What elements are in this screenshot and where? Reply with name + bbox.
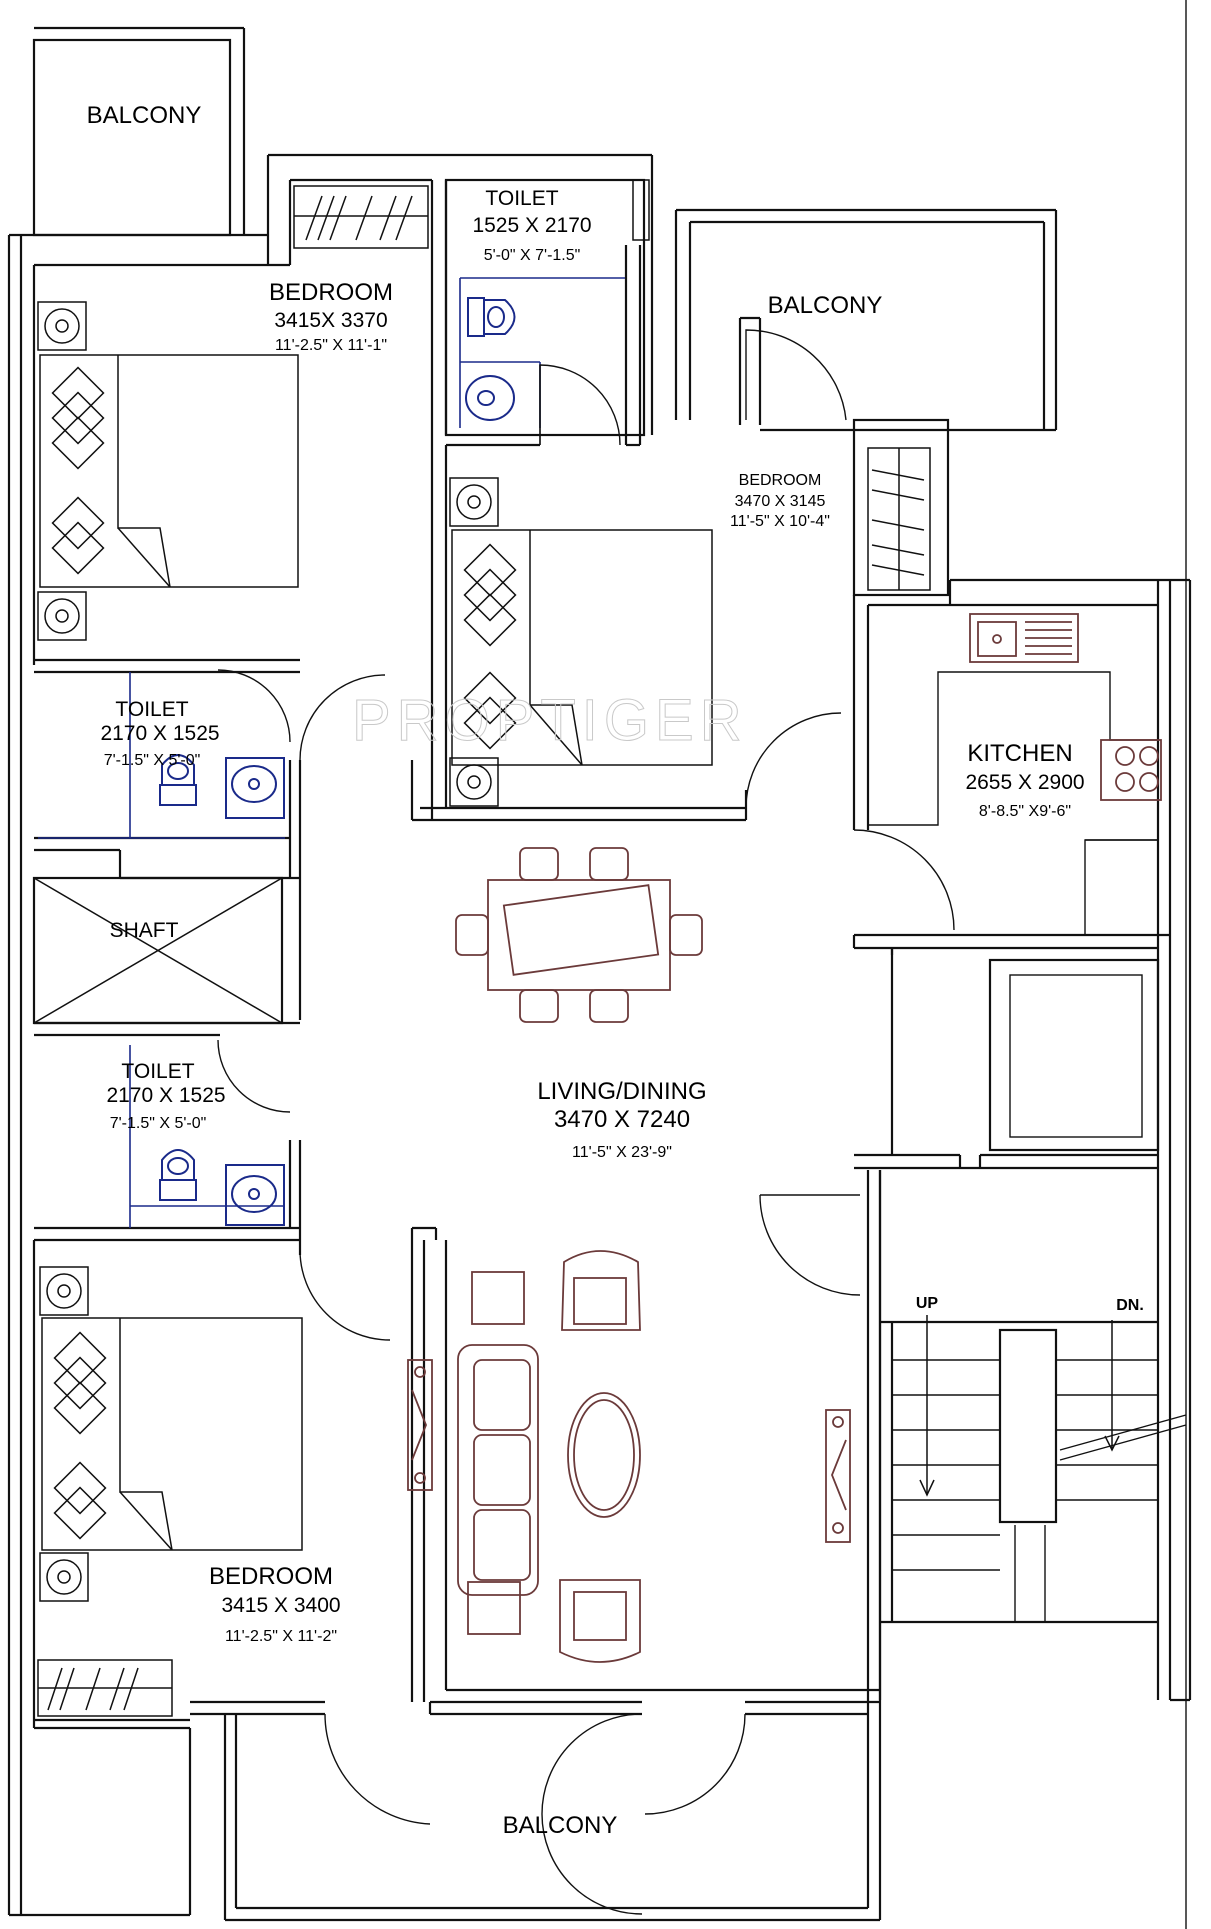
living-dining-label: LIVING/DINING bbox=[537, 1078, 706, 1105]
toilet-left-lower-dim-mm: 2170 X 1525 bbox=[106, 1084, 225, 1107]
watermark: PROPTIGER bbox=[352, 688, 748, 753]
dining-table-set bbox=[455, 847, 703, 1023]
toilet-left-lower-label: TOILET bbox=[121, 1060, 194, 1083]
balcony-bottom-label: BALCONY bbox=[503, 1812, 618, 1839]
kitchen-label: KITCHEN bbox=[967, 740, 1072, 767]
living-furniture bbox=[457, 1250, 641, 1663]
living-dining-dim-mm: 3470 X 7240 bbox=[554, 1106, 690, 1133]
shaft-cross bbox=[33, 877, 283, 1024]
toilet-left-lower-dim-ft: 7'-1.5" X 5'-0" bbox=[110, 1115, 207, 1132]
living-dining-dim-ft: 11'-5" X 23'-9" bbox=[572, 1144, 672, 1161]
bedroom-top-left-dim-ft: 11'-2.5" X 11'-1" bbox=[275, 337, 387, 354]
wardrobes bbox=[37, 185, 931, 1717]
staircase bbox=[892, 1315, 1187, 1622]
bedroom-top-left-label: BEDROOM bbox=[269, 279, 393, 306]
toilet-top-dim-ft: 5'-0" X 7'-1.5" bbox=[484, 247, 581, 264]
bed-bottom-left bbox=[39, 1266, 303, 1602]
doors bbox=[217, 329, 955, 1915]
bedroom-bottom-left-dim-ft: 11'-2.5" X 11'-2" bbox=[225, 1628, 337, 1645]
bedroom-middle-dim-ft: 11'-5" X 10'-4" bbox=[730, 513, 830, 530]
kitchen-fixtures bbox=[969, 613, 1162, 801]
bedroom-bottom-left-dim-mm: 3415 X 3400 bbox=[221, 1594, 340, 1617]
toilet-top-label: TOILET bbox=[485, 187, 558, 210]
stair-up-label: UP bbox=[916, 1295, 939, 1312]
toilet-left-upper-label: TOILET bbox=[115, 698, 188, 721]
toilet-left-upper-fixtures bbox=[38, 672, 285, 839]
bedroom-bottom-left-label: BEDROOM bbox=[209, 1563, 333, 1590]
toilet-top-dim-mm: 1525 X 2170 bbox=[472, 214, 591, 237]
toilet-left-upper-dim-mm: 2170 X 1525 bbox=[100, 722, 219, 745]
balcony-top-right-label: BALCONY bbox=[768, 292, 883, 319]
toilet-top-fixtures bbox=[459, 179, 650, 428]
bedroom-middle-dim-mm: 3470 X 3145 bbox=[735, 493, 826, 510]
toilet-left-lower-fixtures bbox=[129, 1045, 285, 1228]
wall-fixtures bbox=[407, 1359, 851, 1543]
toilet-left-upper-dim-ft: 7'-1.5" X 5'-0" bbox=[104, 752, 201, 769]
bedroom-top-left-dim-mm: 3415X 3370 bbox=[274, 309, 387, 332]
shaft-label: SHAFT bbox=[110, 919, 179, 942]
bedroom-middle-label: BEDROOM bbox=[739, 472, 822, 489]
walls bbox=[7, 0, 1192, 1929]
bed-top-left bbox=[37, 301, 299, 641]
room-labels: BALCONY BEDROOM 3415X 3370 11'-2.5" X 11… bbox=[87, 102, 1144, 1839]
kitchen-dim-mm: 2655 X 2900 bbox=[965, 771, 1084, 794]
stair-down-label: DN. bbox=[1116, 1297, 1144, 1314]
kitchen-dim-ft: 8'-8.5" X9'-6" bbox=[979, 803, 1071, 820]
bed-middle bbox=[449, 477, 713, 807]
balcony-top-left-label: BALCONY bbox=[87, 102, 202, 129]
